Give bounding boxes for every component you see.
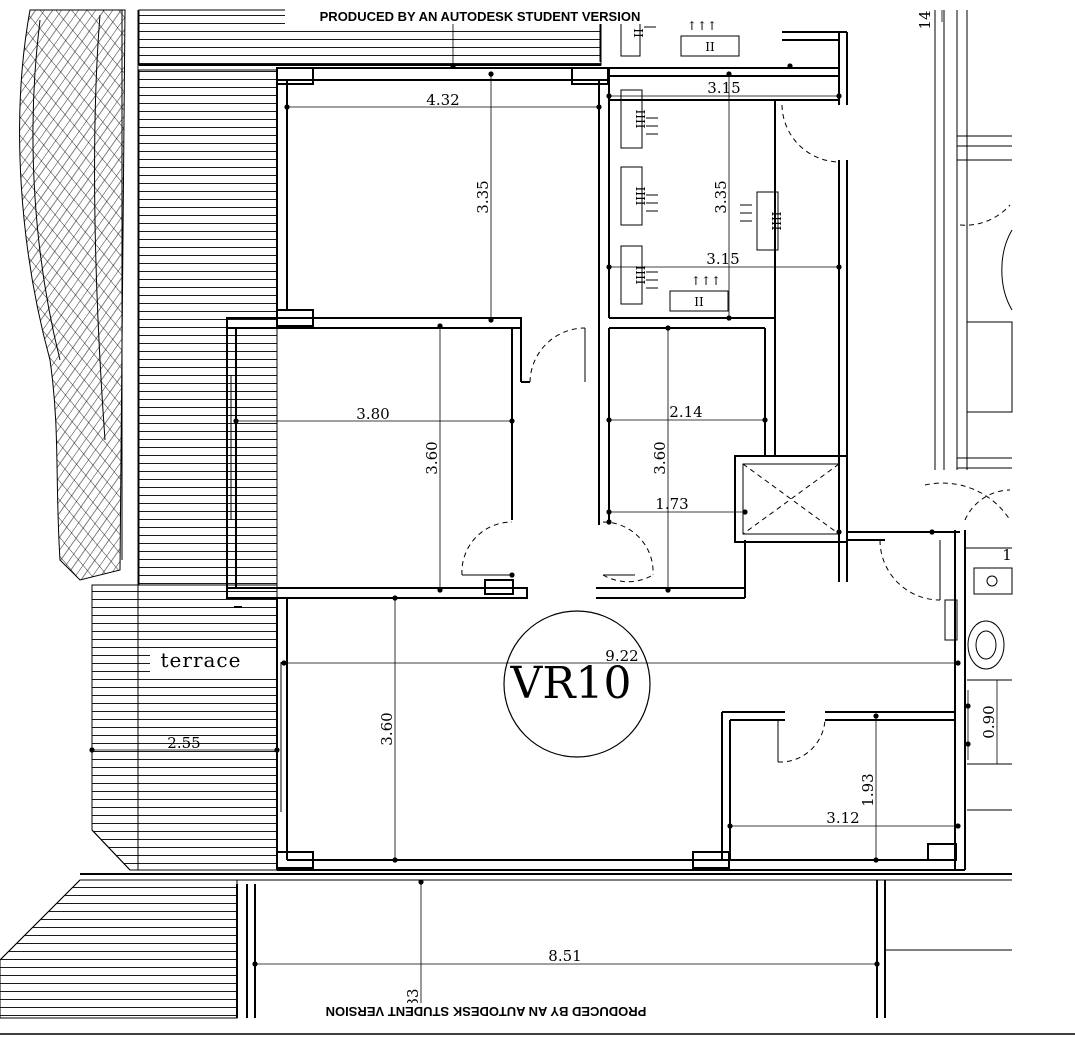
dim-3-35-room1: 3.35 [474, 180, 492, 213]
landscape-hatch [19, 9, 126, 581]
doors [461, 104, 1011, 763]
walls [0, 10, 1013, 1018]
terrace-label-bg: terrace [150, 606, 250, 674]
dim-0-90: 0.90 [980, 705, 998, 738]
unit-label: VR10 [510, 658, 632, 709]
dim-2-14: 2.14 [669, 403, 702, 421]
dim-9-22: 9.22 [605, 647, 638, 665]
dim-2-55: 2.55 [167, 734, 200, 752]
dim-3-12: 3.12 [826, 809, 859, 827]
dim-14: 14 [916, 10, 934, 29]
cabinet-ii-bottom-arrows: ↑↑↑ [691, 274, 721, 288]
dim-3-60-room2: 3.60 [423, 441, 441, 474]
dim-3-60-living: 3.60 [378, 712, 396, 745]
watermark-top: PRODUCED BY AN AUTODESK STUDENT VERSION [320, 9, 641, 24]
bathroom-fixtures [944, 547, 1013, 811]
dim-8-51: 8.51 [548, 947, 581, 965]
cabinet-iiii-3-label: IIII [633, 266, 647, 285]
dim-3-15-top: 3.15 [707, 79, 740, 97]
cabinet-ii-edge-label: II [631, 28, 645, 38]
dim-4-32: 4.32 [426, 91, 459, 109]
cabinet-iiii-3: IIII [620, 245, 647, 305]
cabinet-ii-bottom-label: II [694, 295, 704, 309]
cabinet-iiii-4-label: IIII [769, 212, 783, 231]
cabinet-iiii-2: IIII [620, 166, 647, 226]
dim-1-93: 1.93 [859, 773, 877, 806]
room-label-terrace: terrace [161, 648, 242, 672]
cabinet-iiii-2-label: IIII [633, 187, 647, 206]
dim-33: 33 [404, 988, 422, 1007]
cabinet-iiii-1-label: IIII [633, 110, 647, 129]
dim-3-60-room3: 3.60 [651, 441, 669, 474]
cabinet-iiii-1: IIII [620, 89, 647, 149]
dimension-lines [89, 10, 998, 1018]
terrace-decking [0, 9, 602, 1019]
watermark-bottom: PRODUCED BY AN AUTODESK STUDENT VERSION [326, 1004, 647, 1019]
stair-arrows [644, 26, 752, 289]
cabinet-ii-bottom: II ↑↑↑ [669, 274, 729, 312]
dim-1: 1 [1002, 546, 1012, 564]
unit-label-badge: VR10 [503, 610, 651, 758]
cabinet-ii-top-arrows: ↑↑↑ [687, 19, 717, 33]
dim-3-80: 3.80 [356, 405, 389, 423]
dimension-labels: 4.32 3.15 3.35 3.35 3.15 3.80 3.60 2.14 … [167, 10, 1011, 1007]
watermarks: PRODUCED BY AN AUTODESK STUDENT VERSION … [285, 8, 682, 1019]
cabinet-ii-top-label: II [705, 40, 715, 54]
dim-3-15-mid: 3.15 [706, 250, 739, 268]
cabinet-ii-top: II ↑↑↑ [680, 19, 740, 57]
dim-3-35-stair: 3.35 [712, 180, 730, 213]
dim-1-73: 1.73 [655, 495, 688, 513]
cabinet-iiii-4: IIII [756, 191, 783, 251]
